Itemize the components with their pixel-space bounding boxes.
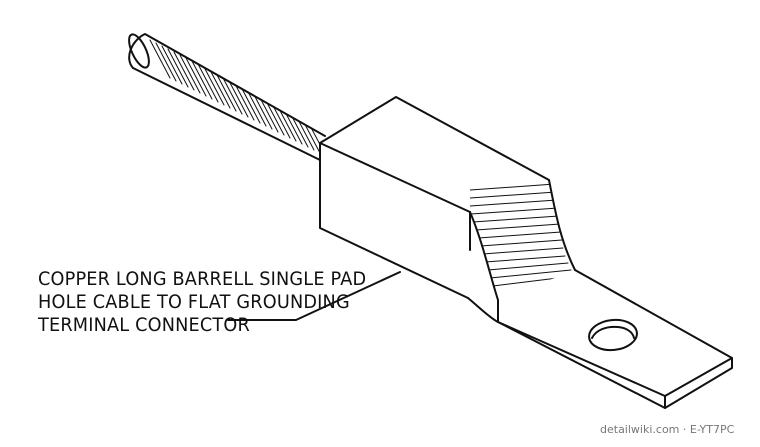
watermark-site: detailwiki.com: [600, 423, 680, 436]
callout-leader: [227, 271, 401, 321]
callout-text-line-2: HOLE CABLE TO FLAT GROUNDING: [38, 291, 350, 313]
watermark-separator: ·: [682, 423, 687, 436]
callout-text-line-1: COPPER LONG BARRELL SINGLE PAD: [38, 268, 367, 290]
pad-hole: [588, 318, 638, 352]
connector-barrel: [319, 96, 550, 299]
connector-bend: [467, 179, 576, 323]
callout-text-line-3: TERMINAL CONNECTOR: [38, 314, 250, 336]
watermark-code: E-YT7PC: [689, 423, 735, 436]
watermark: detailwiki.com · E-YT7PC: [600, 423, 734, 436]
stranded-cable: [128, 33, 326, 161]
grounding-pad: [497, 269, 733, 409]
